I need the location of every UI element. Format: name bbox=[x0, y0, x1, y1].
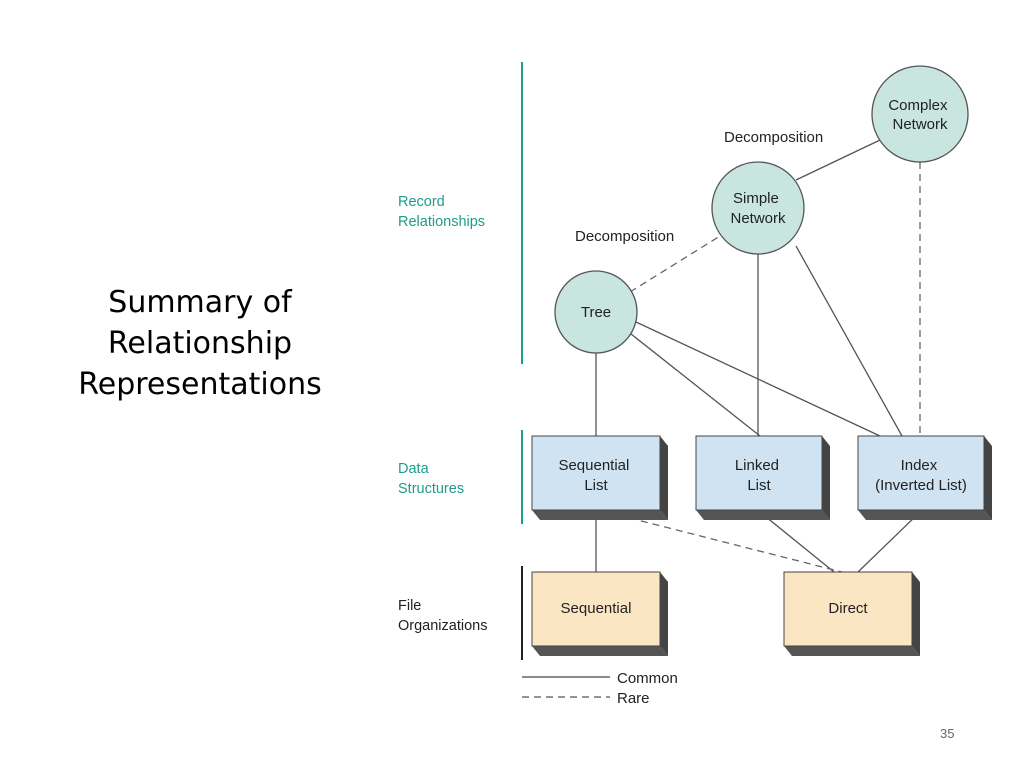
data-structures-label: Data Structures bbox=[398, 461, 464, 497]
rare-edges bbox=[605, 162, 921, 573]
title-line-1: Summary of bbox=[108, 285, 292, 320]
edge-simple-complex bbox=[795, 139, 881, 181]
title-line-2: Relationship bbox=[107, 326, 293, 361]
svg-text:Direct: Direct bbox=[828, 600, 868, 617]
page-number: 35 bbox=[940, 726, 955, 741]
svg-text:Sequential: Sequential bbox=[561, 600, 632, 617]
edge-sequentiallist-direct-dashed bbox=[605, 511, 843, 573]
svg-text:Simple Network: Simple Network bbox=[730, 190, 786, 227]
slide-title: Summary of Relationship Representations bbox=[40, 282, 360, 405]
node-tree: Tree bbox=[554, 270, 638, 354]
svg-text:Sequential List: Sequential List bbox=[558, 457, 633, 494]
legend-common-text: Common bbox=[617, 670, 678, 687]
decomposition-label-lower: Decomposition bbox=[575, 228, 674, 245]
legend: Common Rare bbox=[522, 670, 678, 707]
node-sequential-list: Sequential List bbox=[531, 435, 668, 520]
file-organizations-label: File Organizations bbox=[398, 598, 487, 634]
legend-rare-text: Rare bbox=[617, 690, 650, 707]
node-sequential: Sequential bbox=[531, 571, 668, 656]
node-simple-network: Simple Network bbox=[711, 161, 805, 255]
svg-text:Complex Network: Complex Network bbox=[888, 97, 951, 133]
title-line-3: Representations bbox=[78, 367, 322, 402]
node-linked-list: Linked List bbox=[695, 435, 830, 520]
edge-tree-simple-dashed bbox=[629, 235, 721, 293]
record-relationships-label: Record Relationships bbox=[398, 194, 485, 230]
svg-text:Tree: Tree bbox=[581, 304, 611, 321]
common-edges bbox=[595, 139, 921, 573]
svg-text:Index (Inverted List): Index (Inverted List) bbox=[875, 457, 967, 494]
svg-text:Linked List: Linked List bbox=[735, 457, 783, 494]
node-complex-network: Complex Network bbox=[871, 65, 969, 163]
decomposition-label-upper: Decomposition bbox=[724, 129, 823, 146]
edge-simple-index bbox=[795, 245, 903, 437]
node-index-inverted-list: Index (Inverted List) bbox=[857, 435, 992, 520]
edge-linkedlist-direct bbox=[759, 511, 835, 573]
edge-tree-linkedlist bbox=[625, 329, 761, 437]
edge-index-direct bbox=[857, 511, 921, 573]
node-direct: Direct bbox=[783, 571, 920, 656]
